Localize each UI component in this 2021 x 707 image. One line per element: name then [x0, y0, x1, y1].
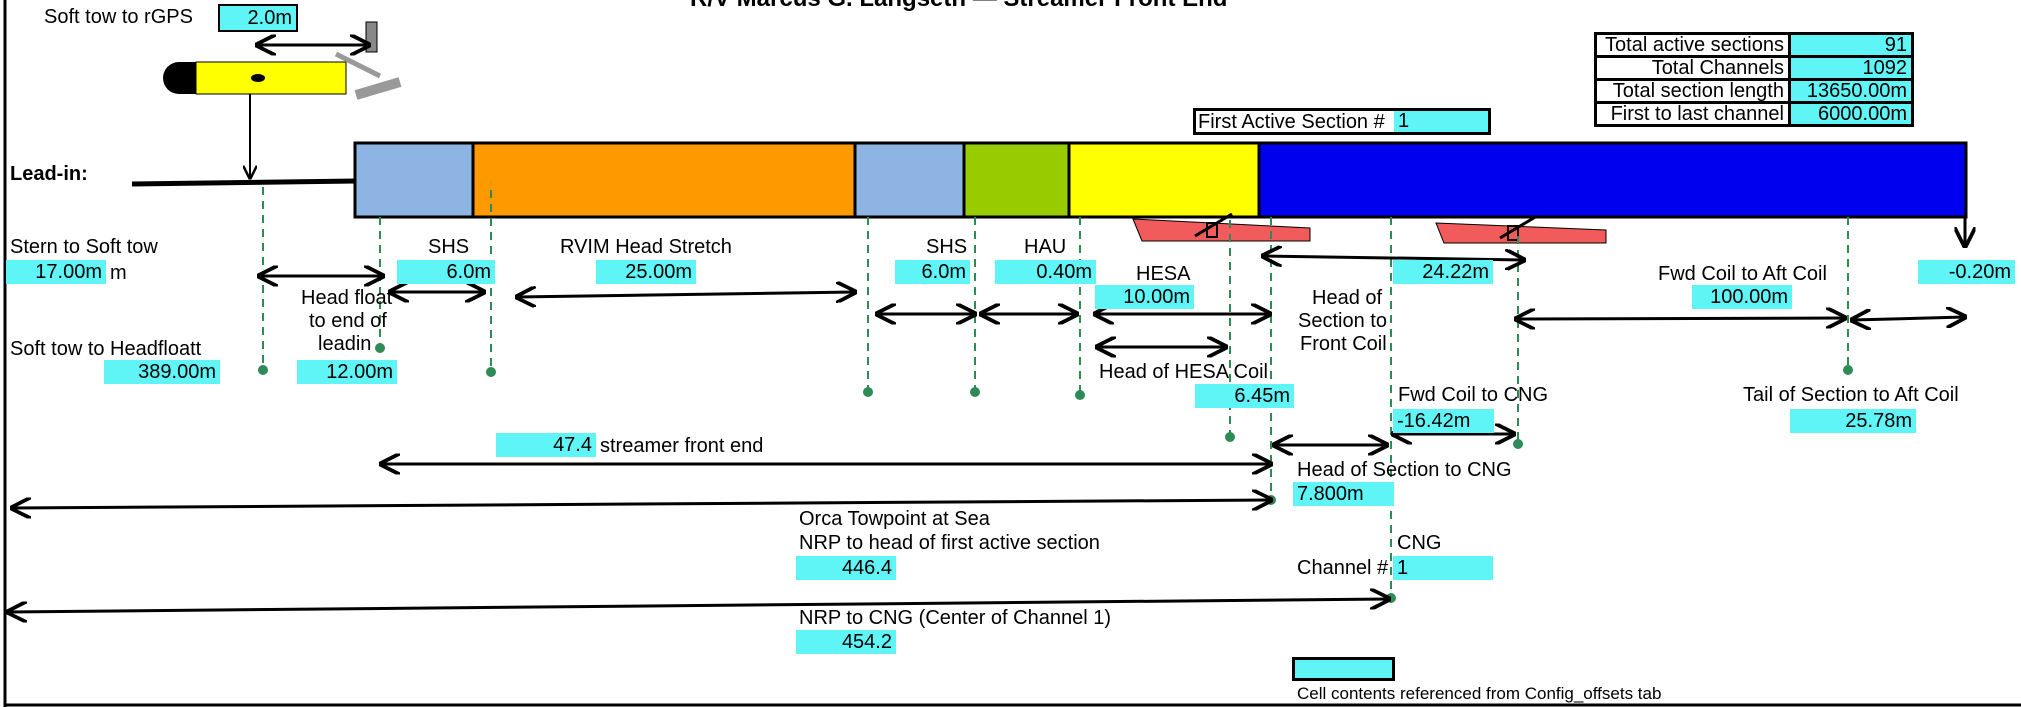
summary-row: First to last channel 6000.00m: [1594, 101, 1914, 127]
stern-soft-tow-unit: m: [110, 262, 127, 284]
nrp-cng-cell[interactable]: 454.2: [796, 630, 896, 654]
active-section: [1257, 141, 1968, 219]
marker-dots: [258, 343, 1853, 603]
summary-table: Total active sections 91 Total Channels …: [1594, 32, 1914, 127]
hesa-section: [1067, 141, 1261, 219]
fwd-cng-label: Fwd Coil to CNG: [1398, 384, 1549, 406]
hesa-cell[interactable]: 10.00m: [1095, 285, 1194, 309]
first-active-label: First Active Section #: [1198, 111, 1385, 133]
summary-value[interactable]: 6000.00m: [1788, 101, 1914, 127]
channel-label: Channel #: [1297, 557, 1389, 579]
lead-in-label: Lead-in:: [10, 163, 88, 185]
head-hesa-coil-label: Head of HESA Coil: [1099, 361, 1268, 383]
fwd-aft-label: Fwd Coil to Aft Coil: [1658, 263, 1827, 285]
legend-swatch: [1292, 657, 1395, 681]
summary-label: Total Channels: [1594, 55, 1791, 81]
summary-label: First to last channel: [1594, 101, 1791, 127]
head-sec-cng-cell[interactable]: 7.800m: [1293, 482, 1394, 506]
summary-value[interactable]: 91: [1788, 32, 1914, 58]
shs-section-1: [353, 141, 475, 219]
summary-row: Total Channels 1092: [1594, 55, 1914, 81]
rvim-cell[interactable]: 25.00m: [596, 260, 696, 284]
rvim-section: [471, 141, 857, 219]
head-float-label-2: to end of: [309, 310, 387, 332]
shs-section-2: [853, 141, 966, 219]
soft-tow-rgps-cell[interactable]: 2.0m: [218, 4, 298, 32]
shs-2-label: SHS: [926, 236, 968, 258]
nrp-head-cell[interactable]: 446.4: [796, 556, 896, 580]
head-sec-front-label-2: Section to: [1298, 310, 1387, 332]
rvim-label: RVIM Head Stretch: [560, 236, 732, 258]
head-sec-front-label-1: Head of: [1312, 287, 1383, 309]
orca-label: Orca Towpoint at Sea: [799, 508, 990, 530]
stern-soft-tow-cell[interactable]: 17.00m: [6, 260, 106, 284]
nrp-head-label: NRP to head of first active section: [799, 532, 1100, 554]
tail-aft-cell[interactable]: 25.78m: [1790, 409, 1916, 433]
summary-label: Total section length: [1594, 78, 1791, 104]
summary-row: Total active sections 91: [1594, 32, 1914, 58]
hau-label: HAU: [1024, 236, 1067, 258]
cng-label: CNG: [1397, 532, 1442, 554]
stern-soft-tow-label: Stern to Soft tow: [10, 236, 158, 258]
fwd-cng-cell[interactable]: -16.42m: [1393, 409, 1494, 433]
distance-arrows: [8, 256, 1965, 612]
tail-aft-label: Tail of Section to Aft Coil: [1743, 384, 1959, 406]
legend-label: Cell contents referenced from Config_off…: [1297, 684, 1662, 703]
tail-extra-cell[interactable]: -0.20m: [1918, 260, 2015, 284]
soft-tow-float-icon: [163, 61, 347, 95]
soft-tow-headfloat-label: Soft tow to Headfloatt: [10, 338, 202, 360]
hau-cell[interactable]: 0.40m: [995, 260, 1096, 284]
aft-coil-icon: [1435, 214, 1607, 244]
summary-value[interactable]: 1092: [1788, 55, 1914, 81]
head-hesa-coil-cell[interactable]: 6.45m: [1195, 384, 1294, 408]
first-active-cell[interactable]: 1: [1394, 111, 1488, 132]
streamer-front-end-cell[interactable]: 47.4: [496, 433, 596, 457]
page-title: R/V Marcus G. Langseth — Streamer Front …: [690, 0, 1227, 11]
lead-in-cable: [131, 178, 357, 187]
shs-1-label: SHS: [428, 236, 470, 258]
soft-tow-headfloat-cell[interactable]: 389.00m: [104, 360, 220, 384]
front-coil-icon: [1132, 212, 1311, 242]
first-active-box: First Active Section # 1: [1193, 108, 1491, 135]
summary-value[interactable]: 13650.00m: [1788, 78, 1914, 104]
head-sec-front-cell[interactable]: 24.22m: [1393, 260, 1493, 284]
head-float-leadin-cell[interactable]: 12.00m: [297, 360, 397, 384]
nrp-cng-label: NRP to CNG (Center of Channel 1): [799, 607, 1111, 629]
shs-1-cell[interactable]: 6.0m: [397, 260, 495, 284]
shs-2-cell[interactable]: 6.0m: [895, 260, 970, 284]
soft-tow-rgps-label: Soft tow to rGPS: [44, 6, 193, 28]
hau-section: [962, 141, 1071, 219]
summary-label: Total active sections: [1594, 32, 1791, 58]
head-float-label-1: Head float: [301, 287, 393, 309]
fwd-aft-cell[interactable]: 100.00m: [1692, 285, 1792, 309]
hesa-label: HESA: [1136, 263, 1191, 285]
head-float-label-3: leadin: [318, 333, 372, 355]
head-sec-front-label-3: Front Coil: [1300, 333, 1387, 355]
summary-row: Total section length 13650.00m: [1594, 78, 1914, 104]
head-sec-cng-label: Head of Section to CNG: [1297, 459, 1512, 481]
streamer-front-end-label: streamer front end: [600, 435, 764, 457]
channel-cell[interactable]: 1: [1393, 556, 1493, 580]
